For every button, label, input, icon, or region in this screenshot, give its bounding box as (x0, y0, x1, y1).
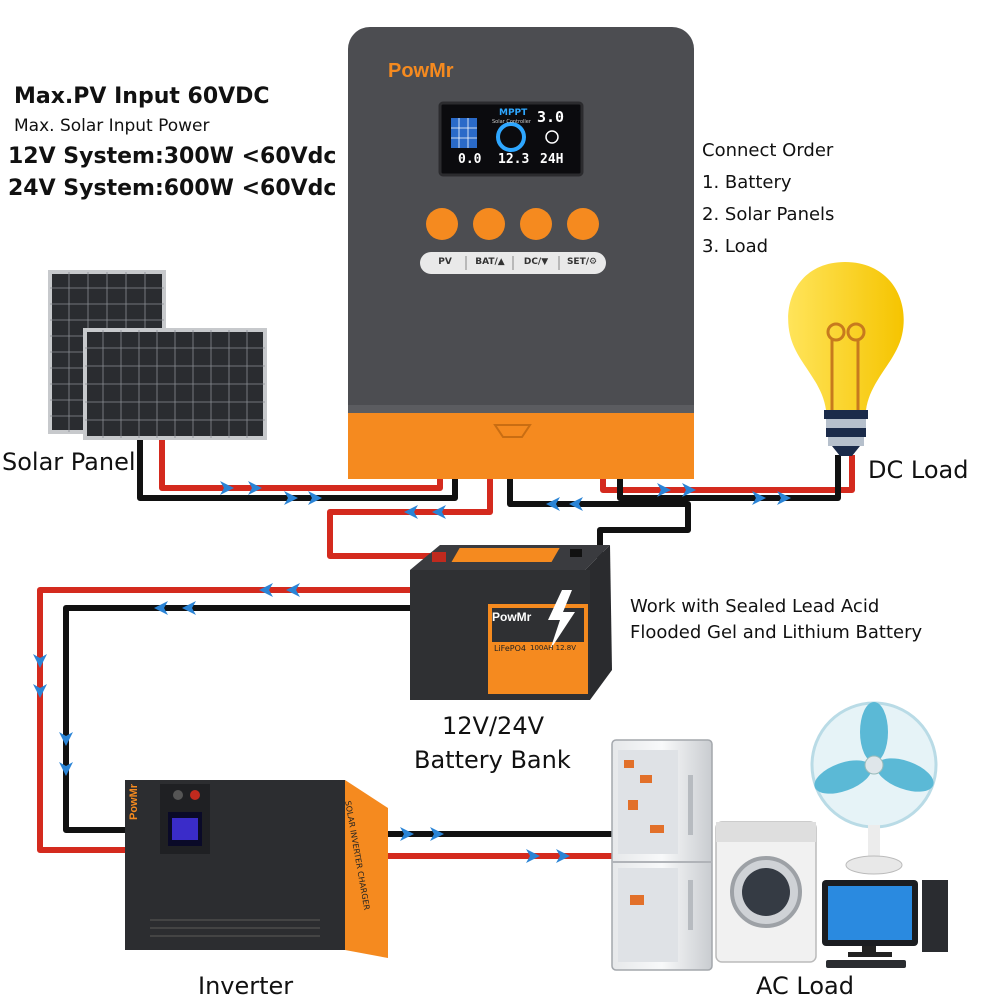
wires (37, 432, 855, 859)
wire-dc-red (600, 455, 855, 493)
flow-arrow (404, 505, 418, 519)
flow-arrow (777, 491, 791, 505)
flow-arrow (657, 483, 671, 497)
inverter-label: Inverter (198, 972, 294, 1000)
lcd-subtitle: Solar Controller (492, 119, 531, 125)
inverter-brand: PowMr (128, 783, 140, 820)
connect-order-title: Connect Order (702, 140, 834, 161)
ac-load-appliances (611, 701, 948, 971)
flow-arrow (526, 849, 540, 863)
lcd-value-pv: 0.0 (458, 152, 482, 167)
max-solar-power-label: Max. Solar Input Power (14, 116, 210, 136)
wire-inv-red (37, 587, 428, 853)
charge-controller (348, 27, 694, 479)
battery (410, 545, 612, 700)
max-pv-input: Max.PV Input 60VDC (14, 84, 270, 109)
ac-load-label: AC Load (756, 972, 854, 1000)
lcd-value-hours: 24H (540, 152, 564, 167)
key-label-dc[interactable]: DC/▼ (523, 257, 549, 267)
battery-brand: PowMr (492, 610, 532, 624)
flow-arrow (430, 827, 444, 841)
system-12v-spec: 12V System:300W <60Vdc (8, 144, 337, 169)
flow-arrow (286, 583, 300, 597)
light-bulb (788, 262, 904, 456)
flow-arrow (752, 491, 766, 505)
flow-arrow (182, 601, 196, 615)
battery-bank-label: Battery Bank (414, 746, 571, 774)
battery-note-line1: Work with Sealed Lead Acid (630, 596, 880, 617)
solar-panels (48, 270, 267, 440)
wire-inv-black (63, 605, 428, 833)
dc-load-label: DC Load (868, 456, 969, 484)
flow-arrow (248, 481, 262, 495)
key-label-bat[interactable]: BAT/▲ (475, 257, 505, 267)
flow-arrow (308, 491, 322, 505)
battery-note-line2: Flooded Gel and Lithium Battery (630, 622, 923, 643)
connect-order-item: 1. Battery (702, 172, 792, 193)
system-24v-spec: 24V System:600W <60Vdc (8, 176, 337, 201)
lcd-mppt: MPPT (499, 108, 528, 118)
connect-order-item: 3. Load (702, 236, 769, 257)
lcd-value-bat: 12.3 (498, 152, 530, 167)
flow-arrow (432, 505, 446, 519)
wire-pv-red (159, 435, 443, 491)
flow-arrow (682, 483, 696, 497)
key-label-set[interactable]: SET/⚙ (566, 257, 598, 267)
key-label-pv[interactable]: PV (438, 257, 452, 267)
solar-panel-label: Solar Panel (2, 448, 136, 476)
inverter-device (125, 780, 388, 958)
flow-arrow (33, 654, 47, 668)
battery-rating: 100AH 12.8V (530, 644, 577, 652)
flow-arrow (59, 762, 73, 776)
lcd-value-top: 3.0 (537, 108, 565, 126)
wire-dc-black (617, 455, 841, 501)
flow-arrow (259, 583, 273, 597)
flow-arrow (154, 601, 168, 615)
wire-bat-red (327, 478, 493, 559)
battery-chemistry: LiFePO4 (494, 644, 526, 653)
controller-brand-logo: PowMr (388, 60, 454, 82)
battery-bank-voltage: 12V/24V (442, 712, 544, 740)
flow-arrow (546, 497, 560, 511)
flow-arrow (400, 827, 414, 841)
flow-arrows (33, 481, 791, 863)
flow-arrow (33, 684, 47, 698)
flow-arrow (284, 491, 298, 505)
flow-arrow (556, 849, 570, 863)
flow-arrow (569, 497, 583, 511)
wire-bat-black (507, 478, 691, 560)
connect-order-item: 2. Solar Panels (702, 204, 835, 225)
flow-arrow (59, 732, 73, 746)
flow-arrow (220, 481, 234, 495)
